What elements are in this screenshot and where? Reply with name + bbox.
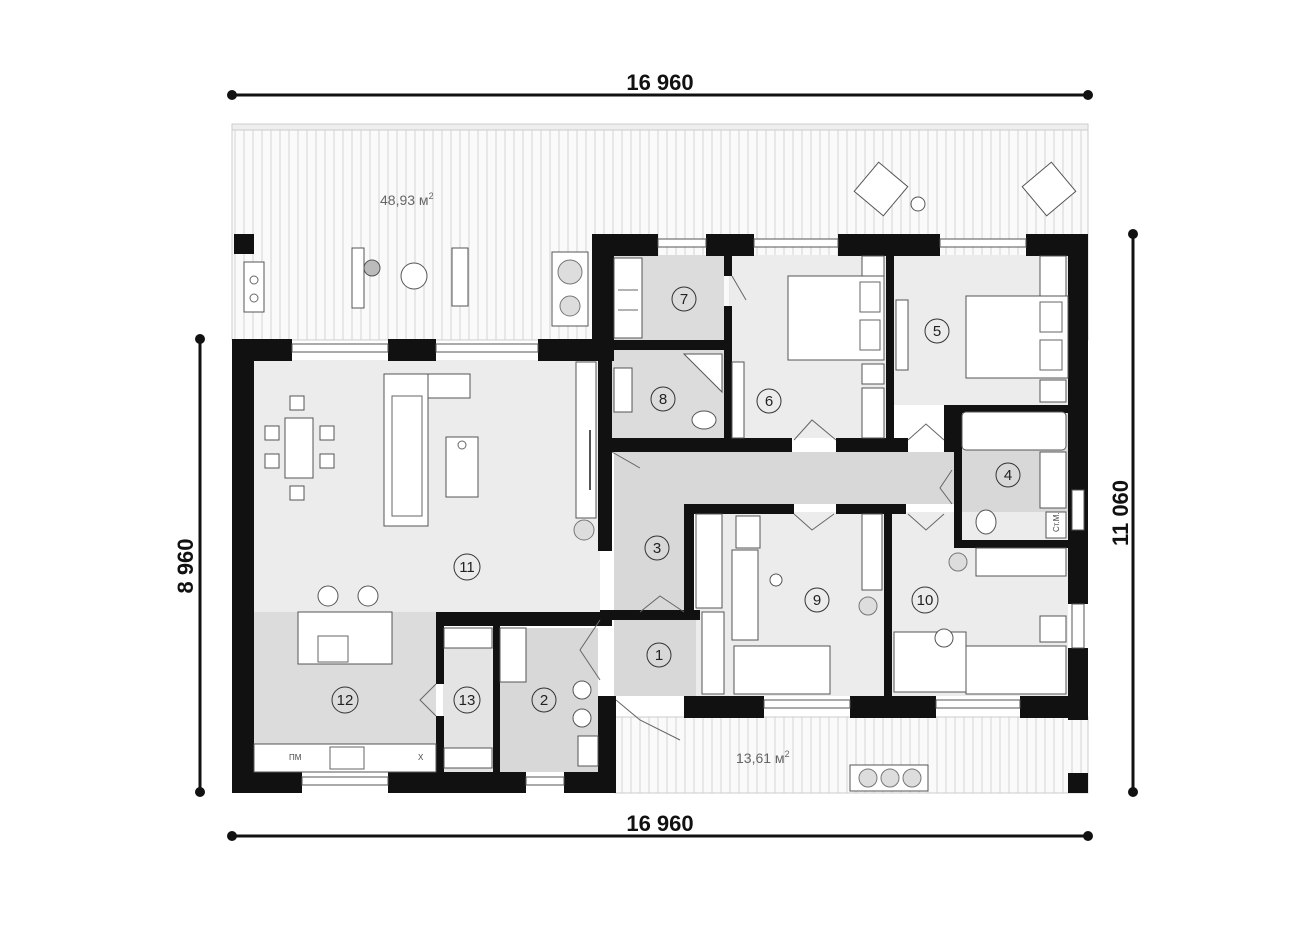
north-terrace-area: 48,93 м xyxy=(380,192,429,208)
room-label-9: 9 xyxy=(804,587,830,613)
bed-5-icon xyxy=(895,255,1069,403)
svg-text:11: 11 xyxy=(459,559,475,576)
washer-label: Ст.М. xyxy=(1052,512,1061,532)
wardrobe-rack-icon xyxy=(613,257,643,339)
room-label-7: 7 xyxy=(671,286,697,312)
sofa-icon xyxy=(383,373,479,527)
room-label-2: 2 xyxy=(531,687,557,713)
dimension-bottom: 16 960 xyxy=(227,811,1093,841)
dining-table-icon xyxy=(264,395,335,501)
doors xyxy=(419,275,953,741)
svg-text:6: 6 xyxy=(765,393,773,410)
pantry-shelf-bottom-icon xyxy=(443,747,493,769)
svg-text:3: 3 xyxy=(653,540,661,557)
svg-text:9: 9 xyxy=(813,592,821,609)
room-9-furniture-icon xyxy=(695,513,883,695)
bed-6-icon xyxy=(731,255,885,439)
room-10-furniture-icon xyxy=(893,547,1067,695)
svg-text:48,93 м2: 48,93 м2 xyxy=(380,191,434,208)
furniture: ПМ Х xyxy=(253,255,1069,773)
room-labels: 1 2 3 4 5 6 7 8 xyxy=(331,286,1021,714)
svg-text:7: 7 xyxy=(680,291,688,308)
svg-text:4: 4 xyxy=(1004,467,1012,484)
south-terrace-plant-icon xyxy=(849,764,929,792)
room-label-3: 3 xyxy=(644,535,670,561)
south-terrace-area-sup: 2 xyxy=(785,749,790,759)
tv-unit-icon xyxy=(573,361,597,541)
south-terrace-area: 13,61 м xyxy=(736,750,785,766)
windows xyxy=(291,238,1085,786)
terrace-lounge-chair-icon xyxy=(351,247,381,309)
bar-stools-icon xyxy=(317,585,379,607)
terrace-armchair-icon xyxy=(853,161,1077,217)
room-label-13: 13 xyxy=(453,686,481,714)
walls xyxy=(232,234,1088,793)
room-label-6: 6 xyxy=(756,388,782,414)
bath-4-fixtures-icon: Ст.М. xyxy=(961,411,1067,539)
dimension-right: 11 060 xyxy=(1108,229,1138,797)
fridge-label: Х xyxy=(418,753,424,762)
svg-text:5: 5 xyxy=(933,323,941,340)
terrace-table-icon xyxy=(400,262,428,290)
svg-text:13: 13 xyxy=(459,692,476,709)
dimension-left: 8 960 xyxy=(173,334,205,797)
svg-text:1: 1 xyxy=(655,647,663,664)
dishwasher-label: ПМ xyxy=(289,753,302,762)
bath-8-fixtures-icon xyxy=(613,353,723,430)
dimension-top-label: 16 960 xyxy=(626,70,693,95)
pantry-shelf-icon xyxy=(443,627,493,649)
svg-text:10: 10 xyxy=(917,592,934,609)
kitchen-counter-icon: ПМ Х xyxy=(253,743,437,773)
svg-text:8: 8 xyxy=(659,391,667,408)
room-label-4: 4 xyxy=(995,462,1021,488)
terrace-grill-icon xyxy=(243,261,265,313)
terrace-column xyxy=(234,234,254,254)
terrace-plant-icon xyxy=(551,251,589,327)
room-label-11: 11 xyxy=(453,553,481,581)
room-label-12: 12 xyxy=(331,686,359,714)
room-label-8: 8 xyxy=(650,386,676,412)
svg-text:2: 2 xyxy=(540,692,548,709)
north-terrace-area-sup: 2 xyxy=(429,191,434,201)
dimension-bottom-label: 16 960 xyxy=(626,811,693,836)
boiler-icon xyxy=(499,627,599,767)
room-label-1: 1 xyxy=(646,642,672,668)
dimension-left-label: 8 960 xyxy=(173,538,198,593)
svg-text:12: 12 xyxy=(337,692,354,709)
south-terrace: 13,61 м2 xyxy=(614,716,1089,794)
room-label-5: 5 xyxy=(924,318,950,344)
south-terrace-column xyxy=(1068,773,1088,793)
terrace-bench-icon xyxy=(451,247,469,307)
dimension-top: 16 960 xyxy=(227,70,1093,100)
svg-text:13,61 м2: 13,61 м2 xyxy=(736,749,790,766)
kitchen-island-icon xyxy=(297,611,393,665)
room-label-10: 10 xyxy=(911,586,939,614)
dimension-right-label: 11 060 xyxy=(1108,480,1133,546)
